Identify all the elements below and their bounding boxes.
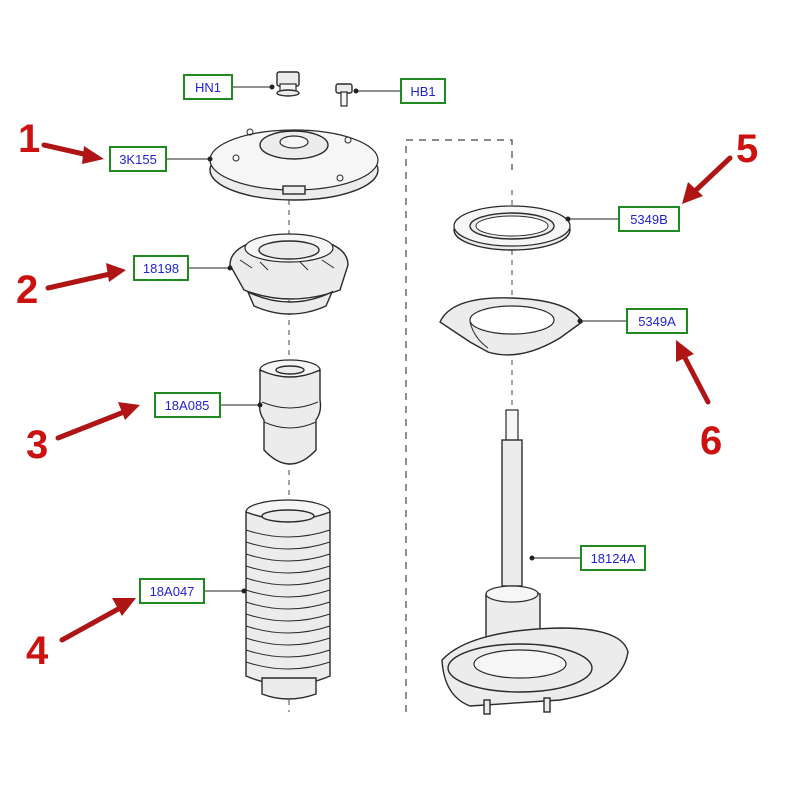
bump-stop-part [258,359,322,465]
callout-number-3: 3 [26,423,48,467]
svg-text:18124A: 18124A [591,551,636,566]
label-5349b: 5349B [618,206,680,232]
callout-arrow-4 [59,598,136,643]
label-5349a: 5349A [626,308,688,334]
callout-number-2: 2 [16,268,38,312]
dust-boot-part [245,499,331,700]
callout-number-4: 4 [26,629,49,673]
callout-number-1: 1 [18,117,40,161]
callout-arrow-1 [41,142,104,164]
svg-text:18198: 18198 [143,261,179,276]
label-18a085: 18A085 [154,392,221,418]
top-mount-plate-part [209,128,379,201]
callout-arrow-6 [676,340,711,405]
isolator-ring-part [453,205,571,251]
callout-arrow-3 [55,402,140,441]
svg-text:18A047: 18A047 [150,584,195,599]
bolt-part [335,83,353,107]
label-18198: 18198 [133,255,189,281]
callout-arrow-5 [682,155,733,204]
label-hb1: HB1 [400,78,446,104]
right-group-border [405,139,513,712]
nut-part [276,71,300,97]
svg-text:HB1: HB1 [410,84,435,99]
bearing-mount-part [229,233,349,315]
callout-number-6: 6 [700,419,722,463]
strut-part [441,409,629,715]
spring-seat-part [439,297,583,356]
svg-text:5349B: 5349B [630,212,668,227]
label-18a047: 18A047 [139,578,205,604]
label-18124a: 18124A [580,545,646,571]
svg-text:5349A: 5349A [638,314,676,329]
callout-number-5: 5 [736,127,758,171]
svg-text:18A085: 18A085 [165,398,210,413]
label-hn1: HN1 [183,74,233,100]
svg-text:3K155: 3K155 [119,152,157,167]
svg-text:HN1: HN1 [195,80,221,95]
callout-arrow-2 [45,263,126,291]
label-3k155: 3K155 [109,146,167,172]
